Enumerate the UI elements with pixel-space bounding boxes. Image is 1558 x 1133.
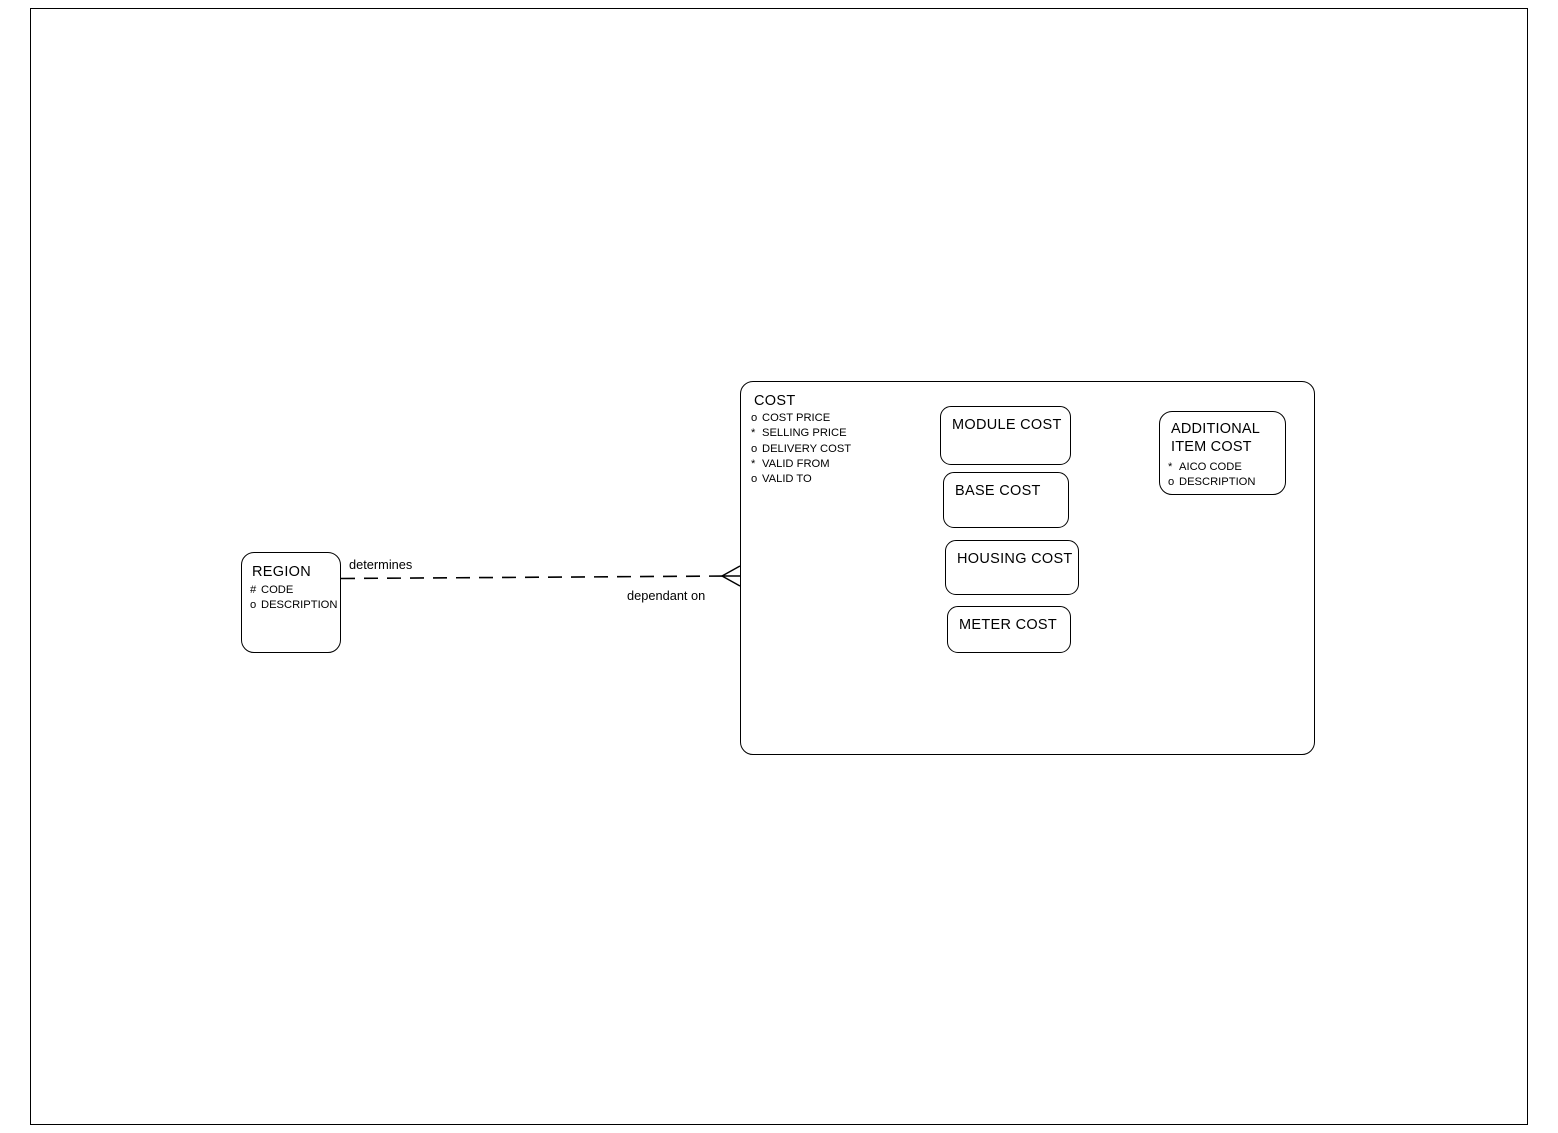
entity-housing-cost-title: HOUSING COST — [957, 551, 1073, 567]
relationship-label-determines: determines — [349, 557, 413, 572]
page-border-frame — [30, 8, 1528, 1125]
attribute-name: CODE — [261, 584, 294, 596]
attribute-marker: * — [751, 427, 756, 440]
attribute-marker: o — [751, 412, 758, 424]
attribute-name: COST PRICE — [762, 412, 831, 424]
attribute-row: * AICO CODE — [1168, 460, 1255, 475]
attribute-marker: o — [751, 473, 758, 486]
attribute-name: AICO CODE — [1179, 461, 1242, 473]
entity-additional-item-cost-title: ADDITIONAL ITEM COST — [1171, 421, 1260, 455]
attribute-name: VALID FROM — [762, 457, 830, 470]
attribute-marker: o — [751, 442, 758, 455]
attribute-name: DELIVERY COST — [762, 442, 852, 455]
attribute-row: o DESCRIPTION — [1168, 475, 1255, 490]
attribute-row: o COST PRICE — [751, 411, 851, 426]
entity-additional-item-cost-attribute-list: * AICO CODE o DESCRIPTION — [1168, 460, 1255, 491]
attribute-name: VALID TO — [762, 473, 812, 486]
entity-cost-title: COST — [754, 393, 796, 409]
attribute-row: * SELLING PRICE — [751, 426, 851, 441]
entity-additional-item-cost[interactable]: ADDITIONAL ITEM COST * AICO CODE o DESCRIP… — [1159, 411, 1286, 495]
entity-region-attribute-list: # CODE o DESCRIPTION — [250, 583, 337, 614]
entity-module-cost-title: MODULE COST — [952, 417, 1062, 433]
relationship-label-dependant-on: dependant on — [627, 588, 706, 603]
entity-meter-cost[interactable]: METER COST — [947, 606, 1071, 653]
entity-meter-cost-title: METER COST — [959, 617, 1058, 633]
attribute-marker: * — [1168, 461, 1173, 473]
attribute-name: DESCRIPTION — [261, 599, 338, 612]
entity-region[interactable]: REGION # CODE o DESCRIPTION — [241, 552, 341, 653]
attribute-row: o VALID TO — [751, 472, 851, 487]
attribute-marker: o — [250, 599, 257, 612]
attribute-row: * VALID FROM — [751, 457, 851, 472]
attribute-name: SELLING PRICE — [762, 427, 847, 440]
entity-region-title: REGION — [252, 564, 311, 580]
attribute-row: o DELIVERY COST — [751, 442, 851, 457]
entity-module-cost[interactable]: MODULE COST — [940, 406, 1071, 465]
attribute-row: # CODE — [250, 583, 337, 598]
attribute-row: o DESCRIPTION — [250, 598, 337, 613]
entity-base-cost[interactable]: BASE COST — [943, 472, 1069, 528]
attribute-name: DESCRIPTION — [1179, 476, 1256, 489]
attribute-marker: * — [751, 457, 756, 470]
attribute-marker: o — [1168, 476, 1175, 489]
attribute-marker: # — [250, 584, 257, 596]
entity-base-cost-title: BASE COST — [955, 483, 1041, 499]
entity-housing-cost[interactable]: HOUSING COST — [945, 540, 1079, 595]
